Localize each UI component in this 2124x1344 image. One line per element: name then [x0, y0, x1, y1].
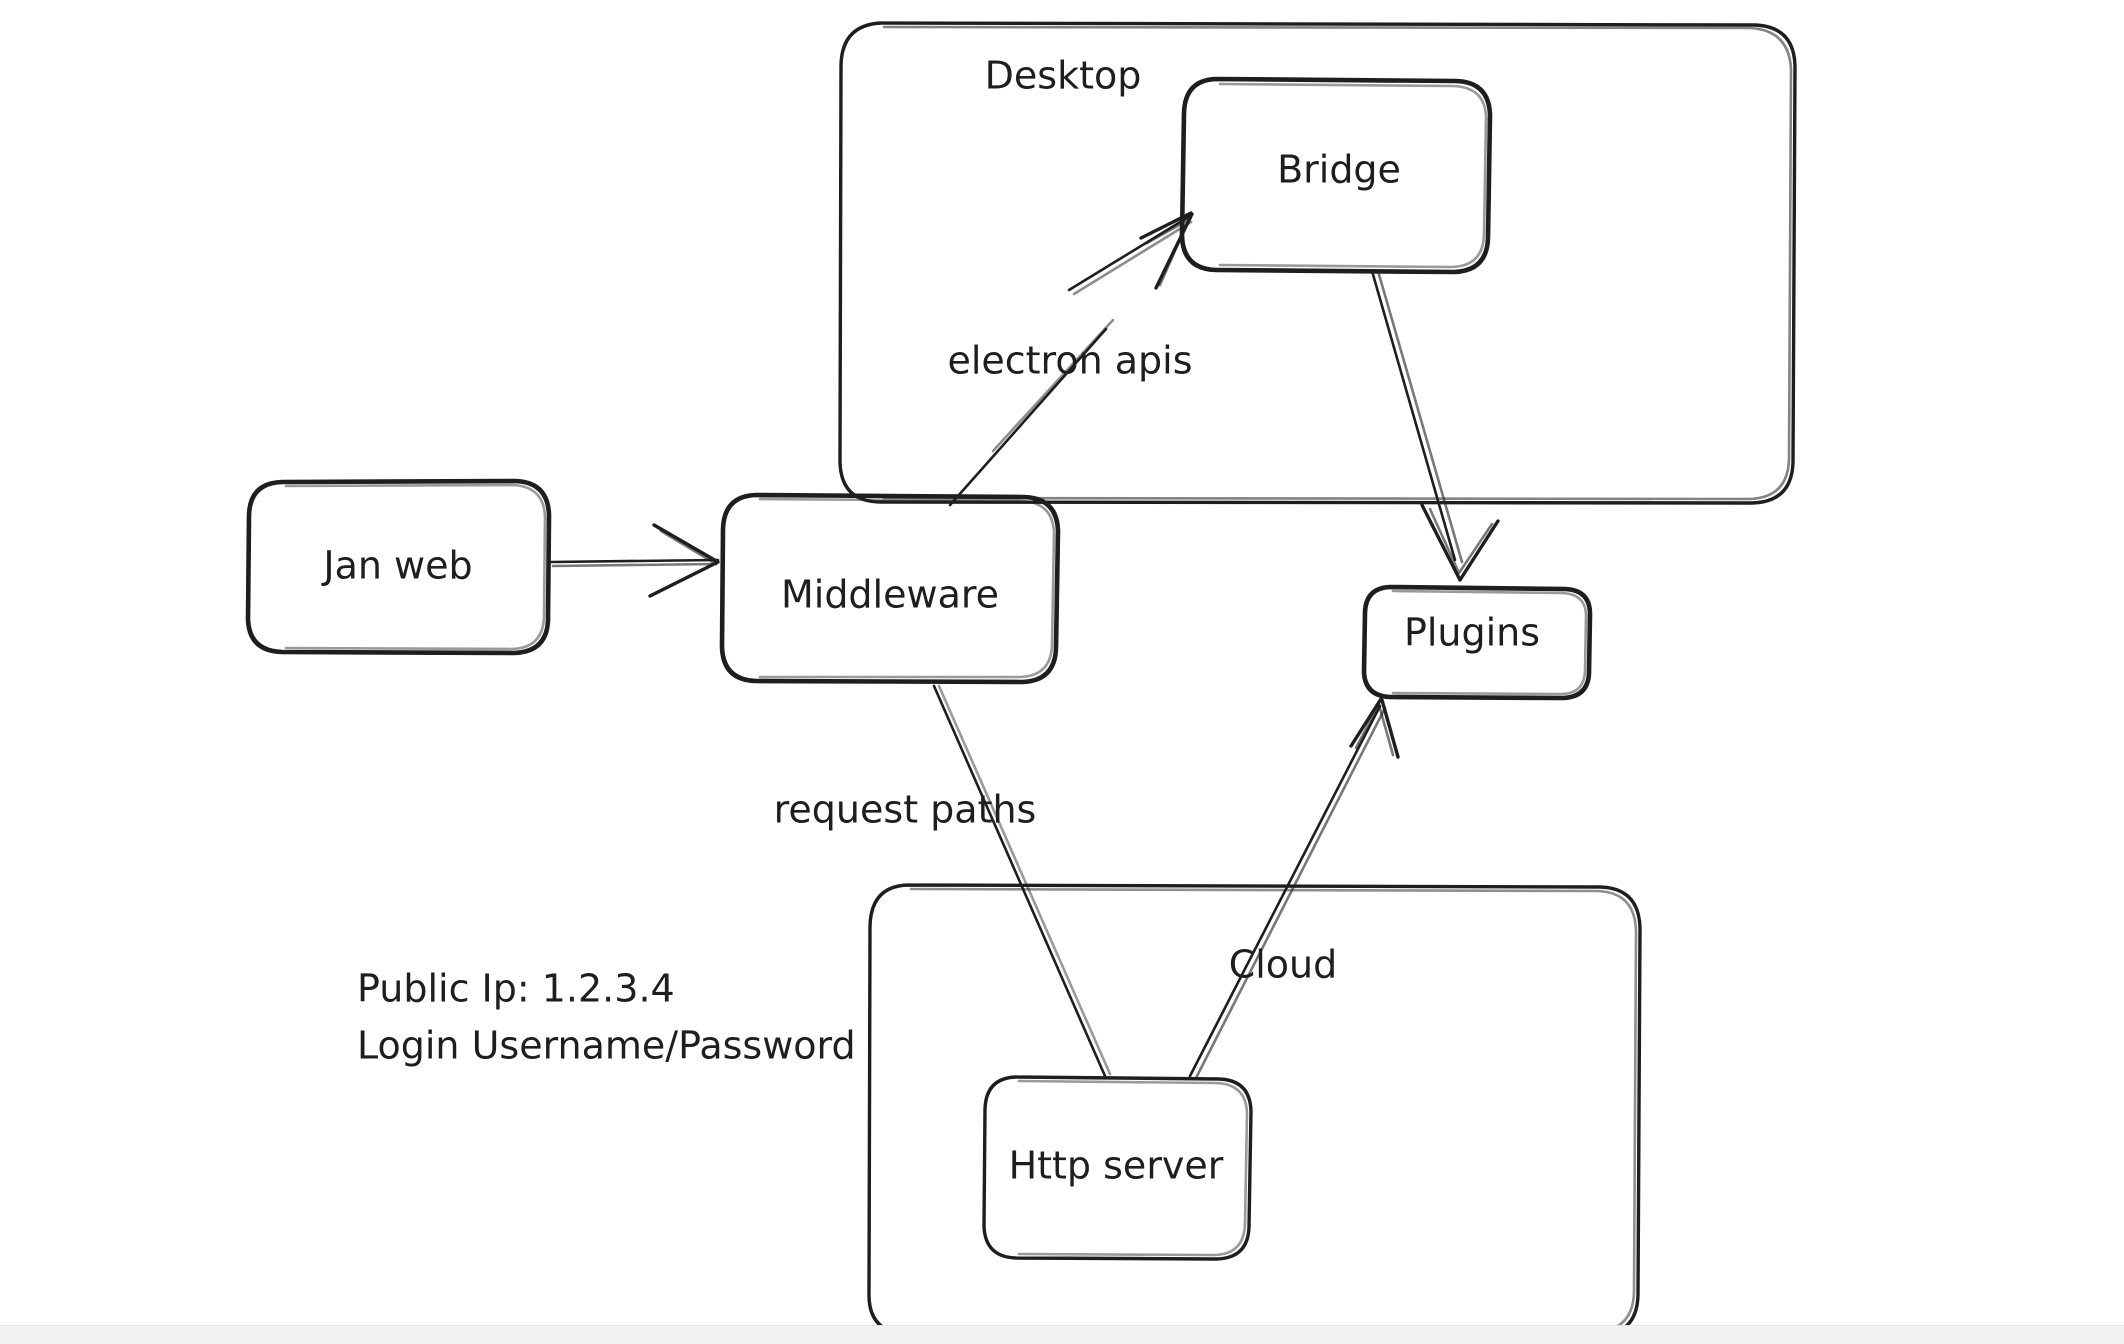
edge-line-lower — [1067, 214, 1192, 292]
edge-janweb-to-middleware[interactable] — [549, 523, 720, 598]
desktop-border-second-pass — [882, 25, 1793, 501]
edge-httpserver-to-plugins[interactable] — [1188, 697, 1400, 1080]
arrowhead-icon — [1349, 697, 1400, 759]
node-label-middleware: Middleware — [781, 573, 999, 617]
edge-middleware-to-bridge[interactable]: electron apis — [947, 211, 1194, 507]
node-border — [1361, 584, 1593, 701]
node-border — [1179, 76, 1493, 275]
node-border-second-pass — [1391, 589, 1588, 696]
arrowhead-icon — [648, 523, 720, 598]
node-bridge[interactable]: Bridge — [1179, 76, 1493, 275]
edge-line — [932, 684, 1107, 1078]
node-http-server[interactable]: Http server — [982, 1075, 1253, 1261]
edge-line-upper — [948, 327, 1108, 507]
edge-middleware-to-httpserver[interactable]: request paths — [774, 684, 1112, 1078]
node-plugins[interactable]: Plugins — [1361, 584, 1593, 701]
note-line-login: Login Username/Password — [357, 1024, 856, 1068]
edge-line — [1188, 704, 1382, 1078]
node-border — [719, 492, 1061, 685]
note-line-public-ip: Public Ip: 1.2.3.4 — [357, 967, 675, 1011]
node-jan-web[interactable]: Jan web — [245, 478, 552, 656]
node-border-second-pass — [1017, 1079, 1249, 1257]
arrowhead-icon-second-pass — [659, 529, 718, 566]
arrowhead-icon-second-pass — [1354, 702, 1395, 757]
edge-line-second-pass — [937, 684, 1112, 1076]
edge-line-lower-second — [1072, 220, 1193, 296]
node-middleware[interactable]: Middleware — [719, 492, 1061, 685]
group-desktop[interactable]: Desktop — [838, 21, 1797, 505]
node-border-second-pass — [758, 497, 1056, 679]
edge-line-upper-second — [991, 318, 1115, 453]
edge-line — [1370, 269, 1457, 562]
node-border — [982, 1075, 1253, 1261]
arrowhead-icon — [1420, 503, 1500, 582]
node-border-second-pass — [284, 483, 547, 651]
arrowhead-icon-second-pass — [1428, 507, 1494, 575]
group-label-desktop: Desktop — [985, 54, 1142, 98]
desktop-border — [838, 21, 1797, 505]
node-label-jan-web: Jan web — [321, 544, 472, 588]
edge-label-request-paths: request paths — [774, 788, 1037, 832]
node-border-second-pass — [1218, 82, 1488, 269]
node-label-bridge: Bridge — [1277, 148, 1401, 192]
edge-bridge-to-plugins[interactable] — [1370, 269, 1500, 582]
edge-label-electron-apis: electron apis — [947, 339, 1192, 383]
node-border — [245, 478, 552, 656]
edge-line-second-pass — [1376, 269, 1464, 564]
node-label-http-server: Http server — [1009, 1144, 1224, 1188]
note-public-ip[interactable]: Public Ip: 1.2.3.4 Login Username/Passwo… — [357, 967, 856, 1068]
edge-line-second-pass — [1194, 706, 1387, 1080]
bottom-edge-strip — [0, 1325, 2124, 1344]
edge-line — [549, 558, 720, 564]
node-label-plugins: Plugins — [1404, 611, 1540, 655]
edge-line-second-pass — [551, 562, 718, 568]
